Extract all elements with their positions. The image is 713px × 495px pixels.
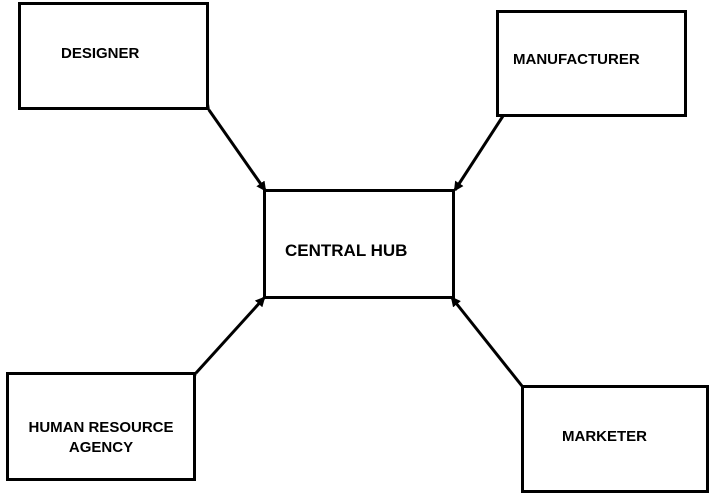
human-resource-agency-box: HUMAN RESOURCE AGENCY — [6, 372, 196, 481]
hr-label-line1: HUMAN RESOURCE — [28, 419, 174, 436]
human-resource-agency-label: HUMAN RESOURCE AGENCY — [9, 418, 193, 458]
marketer-box: MARKETER — [521, 385, 709, 493]
designer-box: DESIGNER — [18, 2, 209, 110]
arrow-marketer-hub — [450, 296, 531, 396]
manufacturer-label: MANUFACTURER — [513, 51, 640, 68]
marketer-label: MARKETER — [562, 428, 647, 445]
central-hub-label: CENTRAL HUB — [285, 241, 408, 260]
central-hub-box: CENTRAL HUB — [263, 189, 455, 299]
hr-label-line2: AGENCY — [68, 439, 134, 456]
arrow-designer-hub — [200, 100, 267, 192]
arrow-manufacturer-hub — [453, 106, 512, 192]
manufacturer-box: MANUFACTURER — [496, 10, 687, 117]
arrow-hr-hub — [186, 296, 266, 383]
designer-label: DESIGNER — [61, 45, 140, 62]
